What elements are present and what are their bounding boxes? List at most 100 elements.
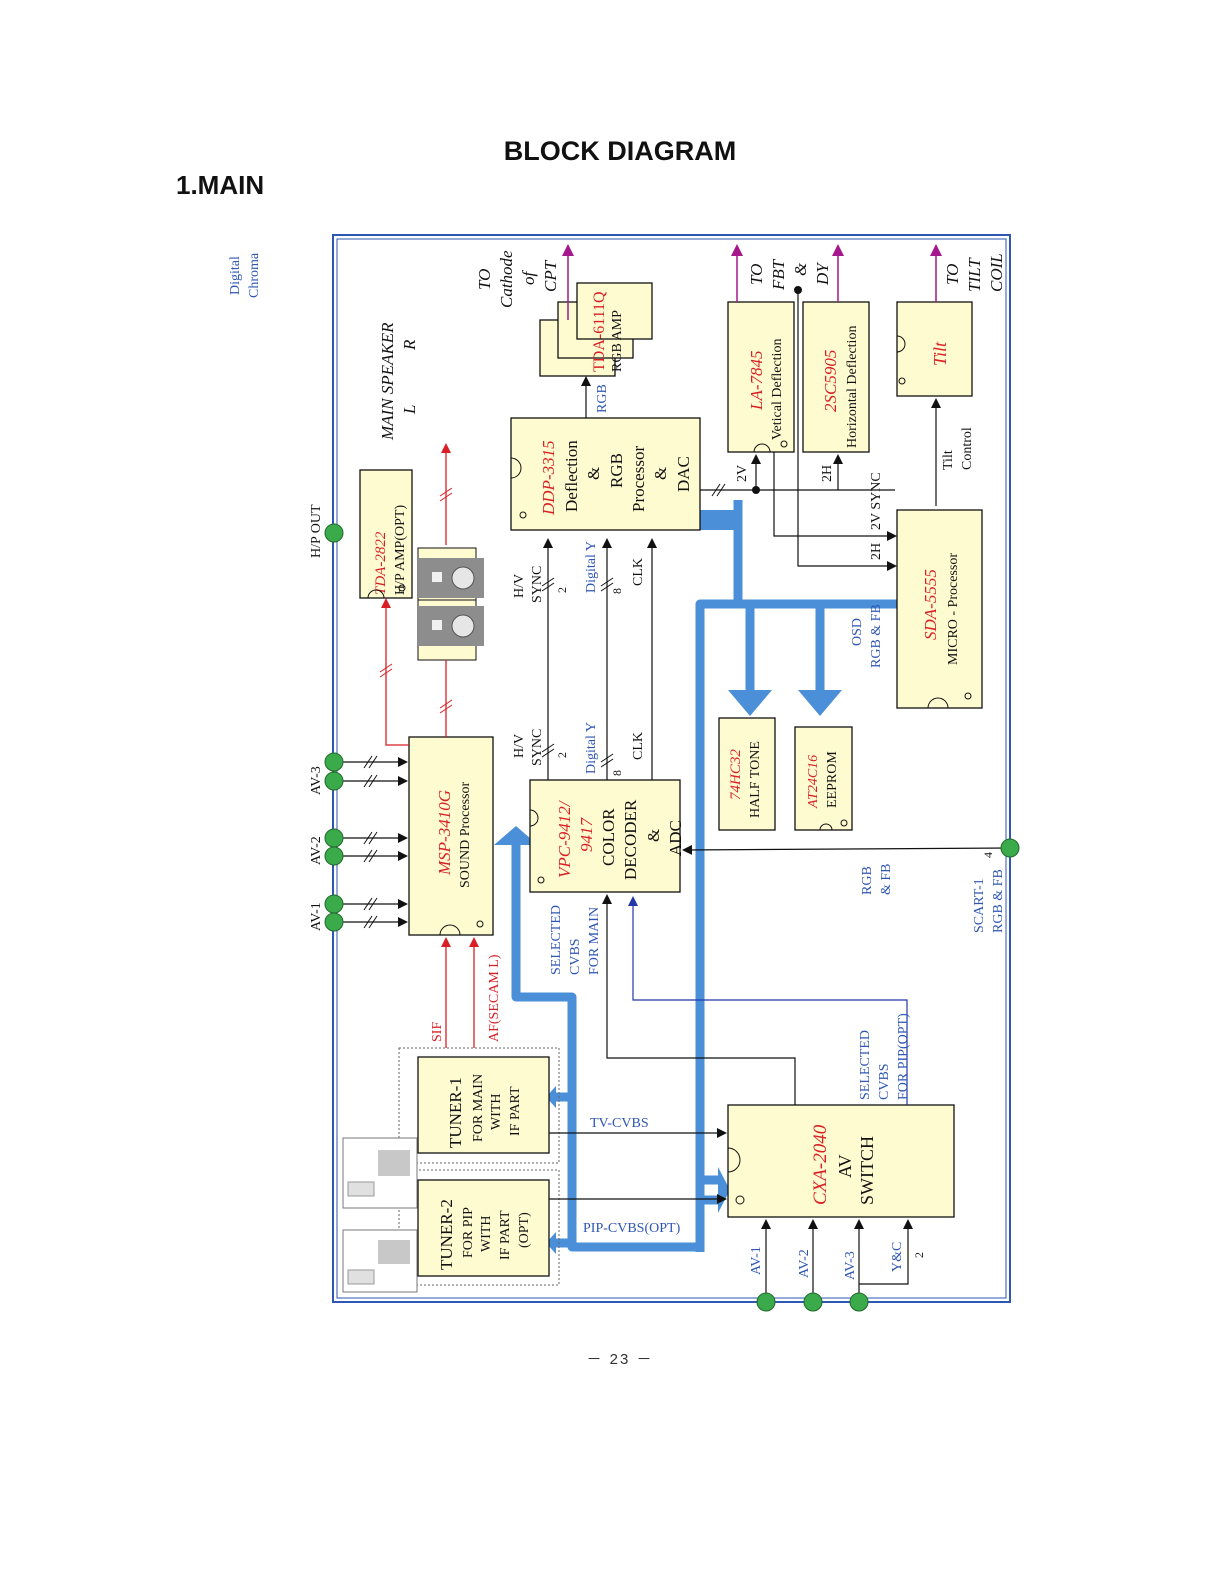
label-sel-cvbs-main-1: SELECTED [549, 905, 564, 975]
ddp3315-line6: DAC [674, 456, 693, 492]
label-bot-two: 2 [912, 1252, 926, 1258]
connector-bot-av1[interactable] [756, 1292, 776, 1312]
c2sc5905-block: 2SC5905 Horizontal Deflection [802, 301, 870, 453]
audio-lines [381, 443, 479, 1048]
red-slashes [379, 487, 453, 714]
label-av2: AV-2 [309, 836, 324, 865]
label-two-2: 2 [555, 752, 569, 758]
label-bot-av1: AV-1 [749, 1246, 764, 1275]
ddp3315-block: DDP-3315 Deflection & RGB Processor & DA… [510, 417, 701, 531]
vpc-line3: & [644, 829, 663, 842]
cxa-line1: AV [835, 1154, 855, 1178]
label-tv-cvbs: TV-CVBS [590, 1116, 649, 1131]
tuner2-image [342, 1229, 418, 1293]
tuner1-line2: FOR MAIN [471, 1074, 486, 1142]
vpc-block: VPC-9412/ 9417 COLOR DECODER & ADC [529, 779, 685, 893]
hc74-desc: HALF TONE [748, 741, 763, 818]
page-number: － 23 － [586, 1351, 654, 1368]
ddp3315-line4: Processor [629, 446, 648, 512]
label-osd-2: RGB & FB [869, 604, 884, 668]
connector-av2-a[interactable] [324, 828, 344, 848]
label-af-secam: AF(SECAM L) [487, 954, 502, 1042]
label-rgb-fb-1: RGB [860, 866, 875, 895]
label-to-fbt-4: DY [813, 262, 832, 286]
label-scart-2: RGB & FB [991, 869, 1006, 933]
connector-av1-b[interactable] [324, 912, 344, 932]
label-2h: 2H [820, 465, 835, 482]
label-osd-1: OSD [850, 618, 865, 646]
bus-slashes [363, 483, 726, 929]
label-2h-2: 2H [869, 543, 884, 560]
label-cpt: CPT [541, 259, 560, 292]
at24-block: AT24C16 EEPROM [794, 726, 853, 831]
sda5555-part: SDA-5555 [921, 569, 940, 640]
label-eight-1: 8 [610, 588, 624, 594]
tda2822-part: TDA-2822 [373, 531, 389, 595]
section-title: 1.MAIN [176, 170, 265, 200]
tuner2-line4: IF PART [498, 1210, 513, 1260]
hc74-part: 74HC32 [728, 749, 744, 800]
tilt-block: Tilt [896, 301, 973, 397]
vpc-part1: VPC-9412/ [555, 799, 574, 878]
label-cathode: Cathode [497, 250, 516, 308]
selected-cvbs-pip-line [628, 896, 908, 1105]
cxa-line2: SWITCH [857, 1136, 877, 1205]
page-title: BLOCK DIAGRAM [503, 136, 737, 166]
label-hv-sync-2: H/V [512, 734, 527, 758]
tuner1-line1: TUNER-1 [446, 1077, 465, 1148]
label-bot-av3: AV-3 [843, 1251, 858, 1280]
label-tilt-ctrl-1: Tilt [941, 450, 956, 470]
label-hv-sync-1: H/V [512, 574, 527, 598]
cxa-part: CXA-2040 [810, 1124, 831, 1205]
speaker-r-icon [417, 599, 484, 661]
tilt-part: Tilt [930, 341, 950, 366]
connector-hp-out[interactable] [324, 523, 344, 543]
ddp3315-line5: & [651, 467, 670, 480]
label-digital-y-1: Digital Y [584, 541, 599, 593]
label-to-tilt-1: TO [943, 264, 962, 285]
ddp3315-line1: Deflection [562, 440, 581, 512]
label-sel-cvbs-main-3: FOR MAIN [587, 907, 602, 975]
connector-scart[interactable] [1000, 838, 1020, 858]
label-bot-yc: Y&C [890, 1242, 905, 1272]
label-clk-1: CLK [631, 558, 646, 586]
ddp3315-line3: RGB [607, 453, 626, 488]
connector-av3-a[interactable] [324, 752, 344, 772]
tda6111-part: TDA-6111Q [591, 291, 608, 372]
label-two-1: 2 [555, 587, 569, 593]
label-four: 4 [981, 852, 995, 858]
label-digital-y-2: Digital Y [584, 722, 599, 774]
ddp3315-part: DDP-3315 [539, 440, 558, 516]
tuner2-line2: FOR PIP [461, 1207, 476, 1258]
label-rgb-small: RGB [595, 384, 610, 413]
tda6111-block: TDA-6111Q RGB AMP [539, 282, 653, 377]
label-to-fbt-2: FBT [769, 258, 788, 291]
connector-av3-b[interactable] [324, 771, 344, 791]
tuner2-line1: TUNER-2 [437, 1199, 456, 1270]
c2sc5905-desc: Horizontal Deflection [845, 326, 860, 448]
sda5555-desc: MICRO - Processor [946, 553, 961, 665]
label-speaker-r: R [400, 339, 419, 351]
tuner1-line4: IF PART [508, 1086, 523, 1136]
tuner1-image [342, 1137, 418, 1209]
tuner1-block: TUNER-1 FOR MAIN WITH IF PART [417, 1056, 550, 1154]
vpc-part2: 9417 [577, 817, 596, 853]
label-av3: AV-3 [309, 766, 324, 795]
output-arrows [562, 244, 942, 320]
msp-block: MSP-3410G SOUND Processor [408, 736, 494, 936]
signal-lines [334, 290, 1011, 1302]
connector-av2-b[interactable] [324, 846, 344, 866]
connector-av1-a[interactable] [324, 894, 344, 914]
label-of: of [519, 270, 538, 286]
tuner1-frame [398, 1047, 560, 1164]
label-to-fbt-1: TO [747, 264, 766, 285]
label-sif: SIF [430, 1022, 445, 1042]
vpc-line1: COLOR [599, 808, 618, 866]
label-digital: Digital [228, 256, 243, 295]
junction-fbt [794, 286, 802, 294]
connector-bot-av2[interactable] [803, 1292, 823, 1312]
label-clk-2: CLK [631, 732, 646, 760]
connector-bot-av3[interactable] [849, 1292, 869, 1312]
label-eight-2: 8 [610, 770, 624, 776]
